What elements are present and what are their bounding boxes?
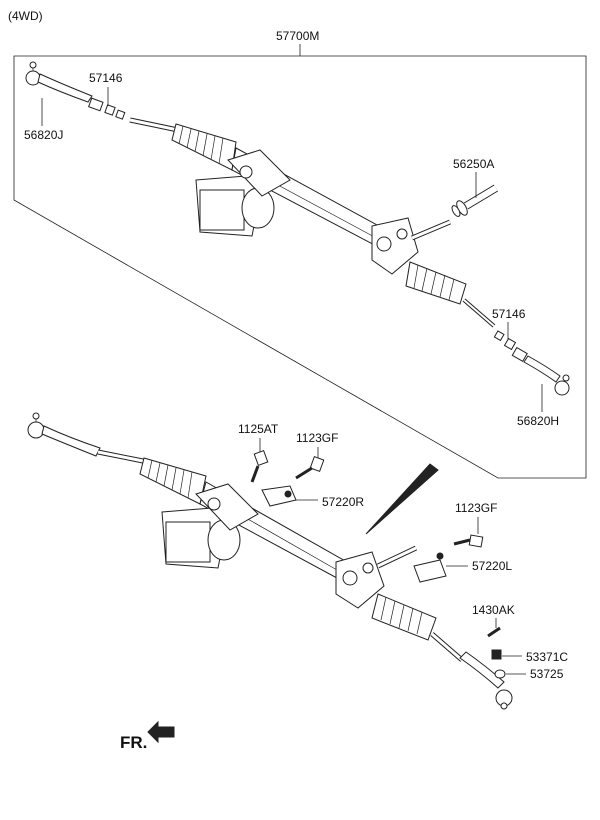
label-57220l: 57220L: [472, 559, 512, 573]
label-57146-upper: 57146: [89, 71, 123, 85]
pinion-housing-upper: [371, 217, 451, 275]
assembly-boundary: [13, 55, 587, 479]
tie-rod-end-right-lower: [459, 651, 513, 710]
tie-rod-end-left-upper: [25, 61, 93, 103]
label-56820j: 56820J: [24, 128, 63, 142]
direction-wedge: [365, 463, 439, 535]
bracket-57220r: [261, 485, 297, 507]
clamp-upper-2: [115, 109, 126, 120]
label-57220r: 57220R: [322, 495, 364, 509]
label-56820h: 56820H: [517, 414, 559, 428]
label-53725: 53725: [530, 667, 564, 681]
washer-53725: [494, 669, 506, 679]
bracket-57220l: [413, 552, 447, 583]
tie-rod-end-left-lower: [27, 412, 101, 457]
variant-label: (4WD): [8, 9, 43, 23]
upper-rack-assembly: [25, 61, 570, 396]
bolt-1123gf-upper: [295, 456, 325, 480]
lower-rack-assembly: [27, 412, 513, 710]
label-1430ak: 1430AK: [472, 603, 515, 617]
label-57700m: 57700M: [276, 29, 319, 43]
label-56250a: 56250A: [453, 157, 494, 171]
label-1123gf-lower: 1123GF: [455, 501, 497, 515]
clamp-upper-1: [104, 104, 116, 116]
label-1125at: 1125AT: [238, 422, 279, 436]
label-1123gf-upper: 1123GF: [296, 431, 338, 445]
castle-nut-53371c: [491, 649, 502, 660]
clamp-lower-2: [503, 337, 517, 351]
cotter-pin-1430ak: [487, 626, 501, 638]
label-53371c: 53371C: [526, 650, 568, 664]
boot-right-upper: [405, 261, 467, 305]
boot-left-lower: [139, 457, 207, 505]
front-marker-label: FR.: [120, 733, 147, 752]
front-arrow-icon: [147, 720, 175, 744]
motor-unit-upper: [195, 149, 291, 237]
seal-56250a: [451, 184, 499, 217]
nut-upper-1: [88, 97, 104, 112]
label-57146-lower: 57146: [492, 307, 526, 321]
boot-right-lower: [371, 593, 437, 641]
boot-left-upper: [171, 123, 237, 171]
pinion-housing-lower: [335, 545, 418, 609]
tie-rod-end-right-upper: [523, 355, 570, 396]
bolt-1125at: [250, 450, 269, 483]
nut-lower-1: [511, 346, 528, 363]
clamp-lower-1: [493, 330, 505, 342]
bolt-1123gf-lower: [453, 534, 484, 548]
motor-unit-lower: [161, 483, 259, 569]
